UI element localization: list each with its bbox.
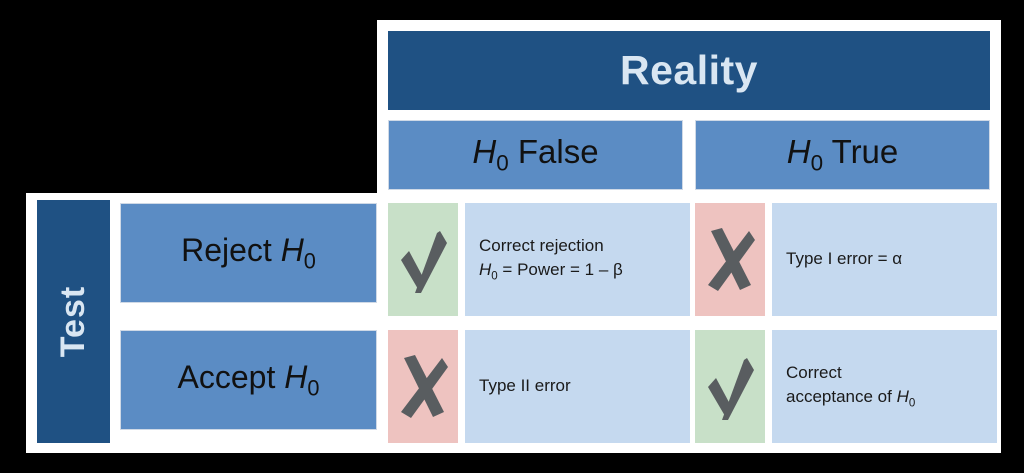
- formula-rest: = Power = 1 – β: [497, 260, 623, 280]
- cross-icon-cell-accept-h0-false: [388, 330, 458, 443]
- h-subscript: 0: [810, 150, 824, 176]
- h-symbol: H: [479, 260, 492, 280]
- check-icon: [708, 357, 754, 420]
- outcome-line-1: Correct: [786, 362, 842, 382]
- h-rest: False: [508, 133, 599, 171]
- h-subscript: 0: [303, 248, 316, 274]
- reality-header: Reality: [388, 31, 990, 110]
- column-header-h0-false: H0 False: [388, 120, 683, 190]
- row-verb: Accept: [177, 358, 285, 395]
- column-header-h0-true-label: H0 True: [787, 133, 899, 177]
- row-header-accept-h0: Accept H0: [120, 330, 377, 430]
- h-symbol: H: [280, 231, 304, 268]
- h-symbol: H: [284, 358, 308, 395]
- h-rest: True: [823, 133, 899, 171]
- outcome-type-2-error: Type II error: [465, 330, 690, 443]
- row-header-reject-h0: Reject H0: [120, 203, 377, 303]
- test-axis-label: Test: [37, 200, 110, 443]
- h-subscript: 0: [496, 150, 509, 176]
- outcome-line-1: Type I error = α: [786, 249, 903, 269]
- reality-header-label: Reality: [620, 47, 758, 93]
- outcome-line-2: acceptance of H0: [786, 385, 983, 412]
- check-icon-cell-reject-h0-false: [388, 203, 458, 316]
- row-header-reject-label: Reject H0: [181, 232, 316, 274]
- h-subscript: 0: [491, 270, 498, 283]
- check-icon: [401, 230, 447, 293]
- outcome-correct-rejection: Correct rejection H0 = Power = 1 – β: [465, 203, 690, 316]
- cross-icon-cell-reject-h0-true: [695, 203, 765, 316]
- h-symbol: H: [786, 133, 811, 171]
- column-header-h0-false-label: H0 False: [472, 133, 598, 177]
- outcome-line-1: Type II error: [479, 376, 571, 396]
- column-header-h0-true: H0 True: [695, 120, 990, 190]
- cross-icon: [401, 354, 448, 418]
- row-header-accept-label: Accept H0: [178, 359, 320, 401]
- h-symbol: H: [472, 133, 497, 171]
- h-subscript: 0: [307, 375, 320, 401]
- h-symbol: H: [896, 387, 909, 407]
- outcome-type-1-error: Type I error = α: [772, 203, 997, 316]
- outcome-line-1: Correct rejection: [479, 235, 604, 255]
- outcome-correct-acceptance: Correct acceptance of H0: [772, 330, 997, 443]
- check-icon-cell-accept-h0-true: [695, 330, 765, 443]
- row-verb: Reject: [181, 231, 281, 268]
- cross-icon: [708, 227, 755, 291]
- test-axis-label-text: Test: [53, 285, 92, 358]
- outcome-line-2-text: acceptance of: [786, 387, 897, 407]
- outcome-line-2: H0 = Power = 1 – β: [479, 258, 676, 285]
- h-subscript: 0: [908, 397, 916, 410]
